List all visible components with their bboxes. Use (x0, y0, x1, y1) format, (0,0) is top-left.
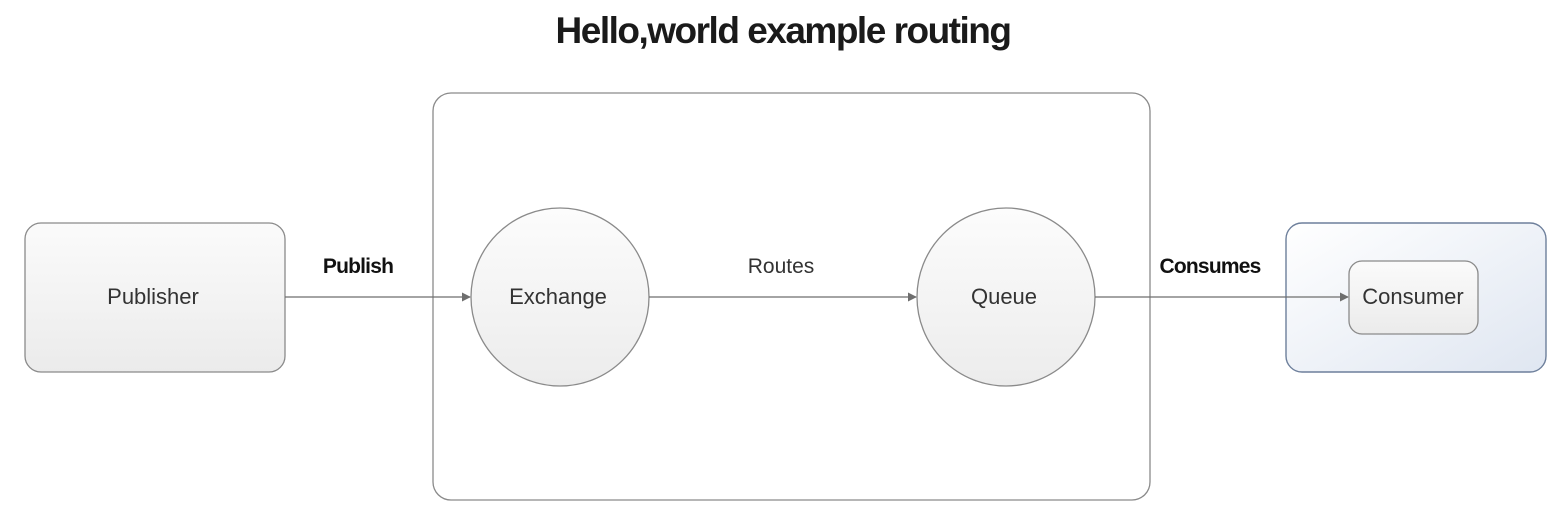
exchange-label: Exchange (509, 284, 607, 309)
consumes-label: Consumes (1160, 255, 1261, 278)
publish-label: Publish (323, 255, 393, 278)
consumer-label: Consumer (1362, 284, 1463, 309)
queue-label: Queue (971, 284, 1037, 309)
consumer-node (1348, 260, 1479, 335)
diagram-title: Hello,world example routing (556, 10, 1011, 51)
publisher-label: Publisher (107, 284, 199, 309)
routes-label: Routes (748, 255, 815, 278)
